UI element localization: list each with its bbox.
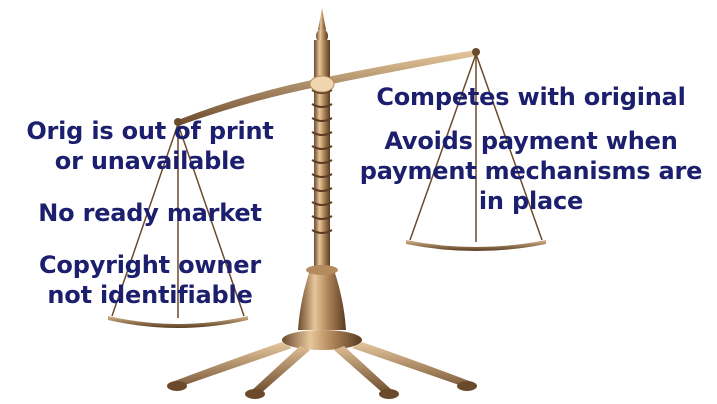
left-pan <box>108 316 248 328</box>
right-pan-string-3 <box>475 53 543 241</box>
right-item-competes: Competes with original <box>376 83 686 111</box>
scale-finial <box>318 8 326 30</box>
scale-base-legs <box>172 342 472 394</box>
right-pan-string-1 <box>409 53 477 241</box>
scale-base-vase <box>298 270 346 330</box>
beam-left-end <box>174 118 182 126</box>
column-spiral <box>311 89 333 234</box>
right-pan <box>406 240 546 251</box>
beam-right-end <box>472 48 480 56</box>
scale-column <box>314 40 330 272</box>
scale-pivot <box>309 75 335 93</box>
base-foot-4 <box>457 381 477 391</box>
scale-beam <box>178 50 476 126</box>
scale-finial-knob <box>316 29 328 43</box>
left-item-no-market: No ready market <box>38 199 262 227</box>
base-foot-1 <box>167 381 187 391</box>
left-pan-string-3 <box>177 123 245 317</box>
base-foot-2 <box>245 389 265 399</box>
left-pan-string-1 <box>111 123 179 317</box>
scale-base-plate <box>282 330 362 350</box>
scale-base-collar <box>306 265 338 275</box>
base-foot-3 <box>379 389 399 399</box>
